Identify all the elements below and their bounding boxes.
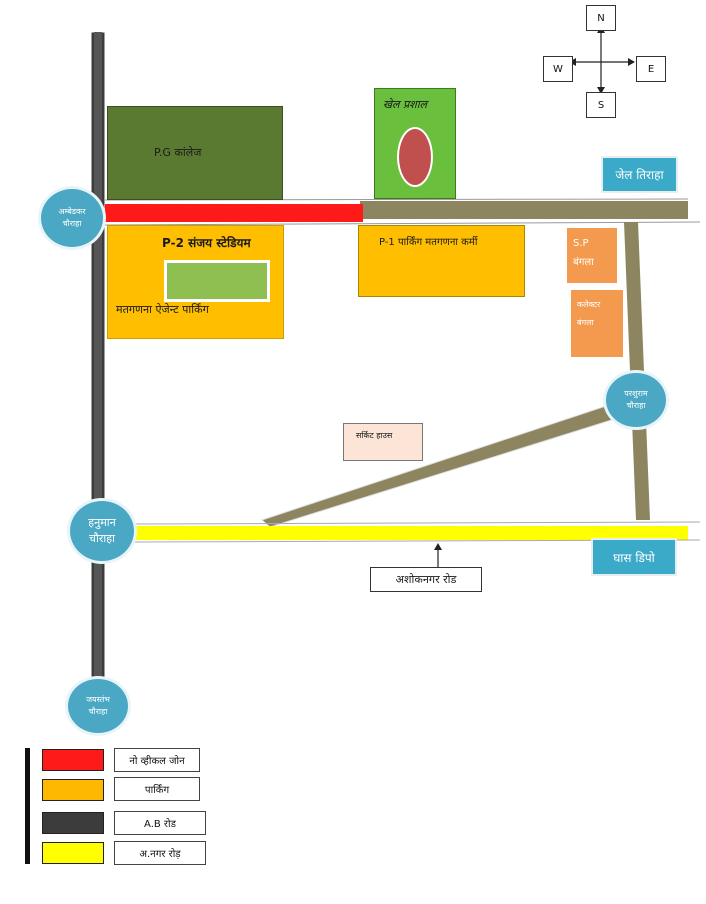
hanuman-chauraha: हनुमान चौराहा	[67, 498, 137, 564]
compass-north: N	[586, 5, 616, 31]
no-vehicle-zone-road	[105, 204, 363, 222]
parshuram-chauraha-label: परशुराम चौराहा	[624, 389, 648, 410]
circuit-house-label: सर्किट हाउस	[356, 431, 393, 440]
legend-swatch-parking	[42, 779, 104, 801]
legend-bar	[25, 748, 30, 864]
hanuman-chauraha-label: हनुमान चौराहा	[88, 515, 116, 546]
sp-bungalow: S.P बंगला	[565, 226, 619, 285]
khel-prashal: खेल प्रशाल	[374, 88, 456, 199]
collector-bungalow-label: कलेक्टर बंगला	[577, 300, 601, 327]
sp-bungalow-label: S.P बंगला	[573, 238, 594, 268]
compass-east: E	[636, 56, 666, 82]
jail-tiraha-tag: जेल तिराहा	[601, 156, 678, 193]
pg-college: P.G कांलेज	[107, 106, 283, 200]
arrow-head-icon	[434, 543, 442, 550]
ambedkar-chauraha-label: अम्बेडकर चौराहा	[58, 207, 86, 228]
legend-label-ab-road: A.B रोड	[114, 811, 206, 835]
legend-swatch-ab-road	[42, 812, 104, 834]
p1-parking-label: P-1 पार्किंग मतगणना कर्मी	[379, 237, 478, 248]
jayastambh-chauraha-label: जयस्तंभ चौराहा	[86, 695, 110, 716]
khel-ground	[397, 127, 433, 187]
jail-road	[360, 201, 688, 219]
ashoknagar-road-label: अशोकनगर रोड	[370, 567, 482, 592]
parshuram-chauraha: परशुराम चौराहा	[603, 370, 669, 430]
arrow-east-icon	[628, 58, 635, 66]
legend-label-anagar-road: अ.नगर रोड़	[114, 841, 206, 865]
arrow-south-icon	[597, 87, 605, 94]
compass-west: W	[543, 56, 573, 82]
ab-road-lane	[94, 32, 102, 682]
pg-college-label: P.G कांलेज	[154, 146, 202, 159]
legend-label-parking: पार्किंग	[114, 777, 200, 801]
compass-south: S	[586, 92, 616, 118]
circuit-house-road	[261, 403, 619, 528]
p2-stadium-label: P-2 संजय स्टेडियम	[162, 236, 251, 250]
jayastambh-chauraha: जयस्तंभ चौराहा	[65, 676, 131, 736]
road-edge-line	[104, 221, 701, 226]
ashoknagar-road	[135, 526, 688, 540]
legend-label-no-vehicle: नो व्हीकल जोन	[114, 748, 200, 772]
collector-bungalow: कलेक्टर बंगला	[569, 288, 625, 359]
ghas-dipo-tag: घास डिपो	[591, 538, 677, 576]
circuit-house: सर्किट हाउस	[343, 423, 423, 461]
legend-swatch-anagar-road	[42, 842, 104, 864]
agent-parking-label: मतगणना ऐजेन्ट पार्किंग	[116, 303, 209, 316]
road-edge-line	[134, 521, 701, 525]
legend-swatch-no-vehicle	[42, 749, 104, 771]
p2-stadium-parking: P-2 संजय स्टेडियम मतगणना ऐजेन्ट पार्किंग	[107, 225, 284, 339]
p1-parking: P-1 पार्किंग मतगणना कर्मी	[358, 225, 525, 297]
stadium-field	[164, 260, 270, 302]
khel-prashal-label: खेल प्रशाल	[383, 98, 427, 111]
ambedkar-chauraha: अम्बेडकर चौराहा	[38, 186, 106, 250]
